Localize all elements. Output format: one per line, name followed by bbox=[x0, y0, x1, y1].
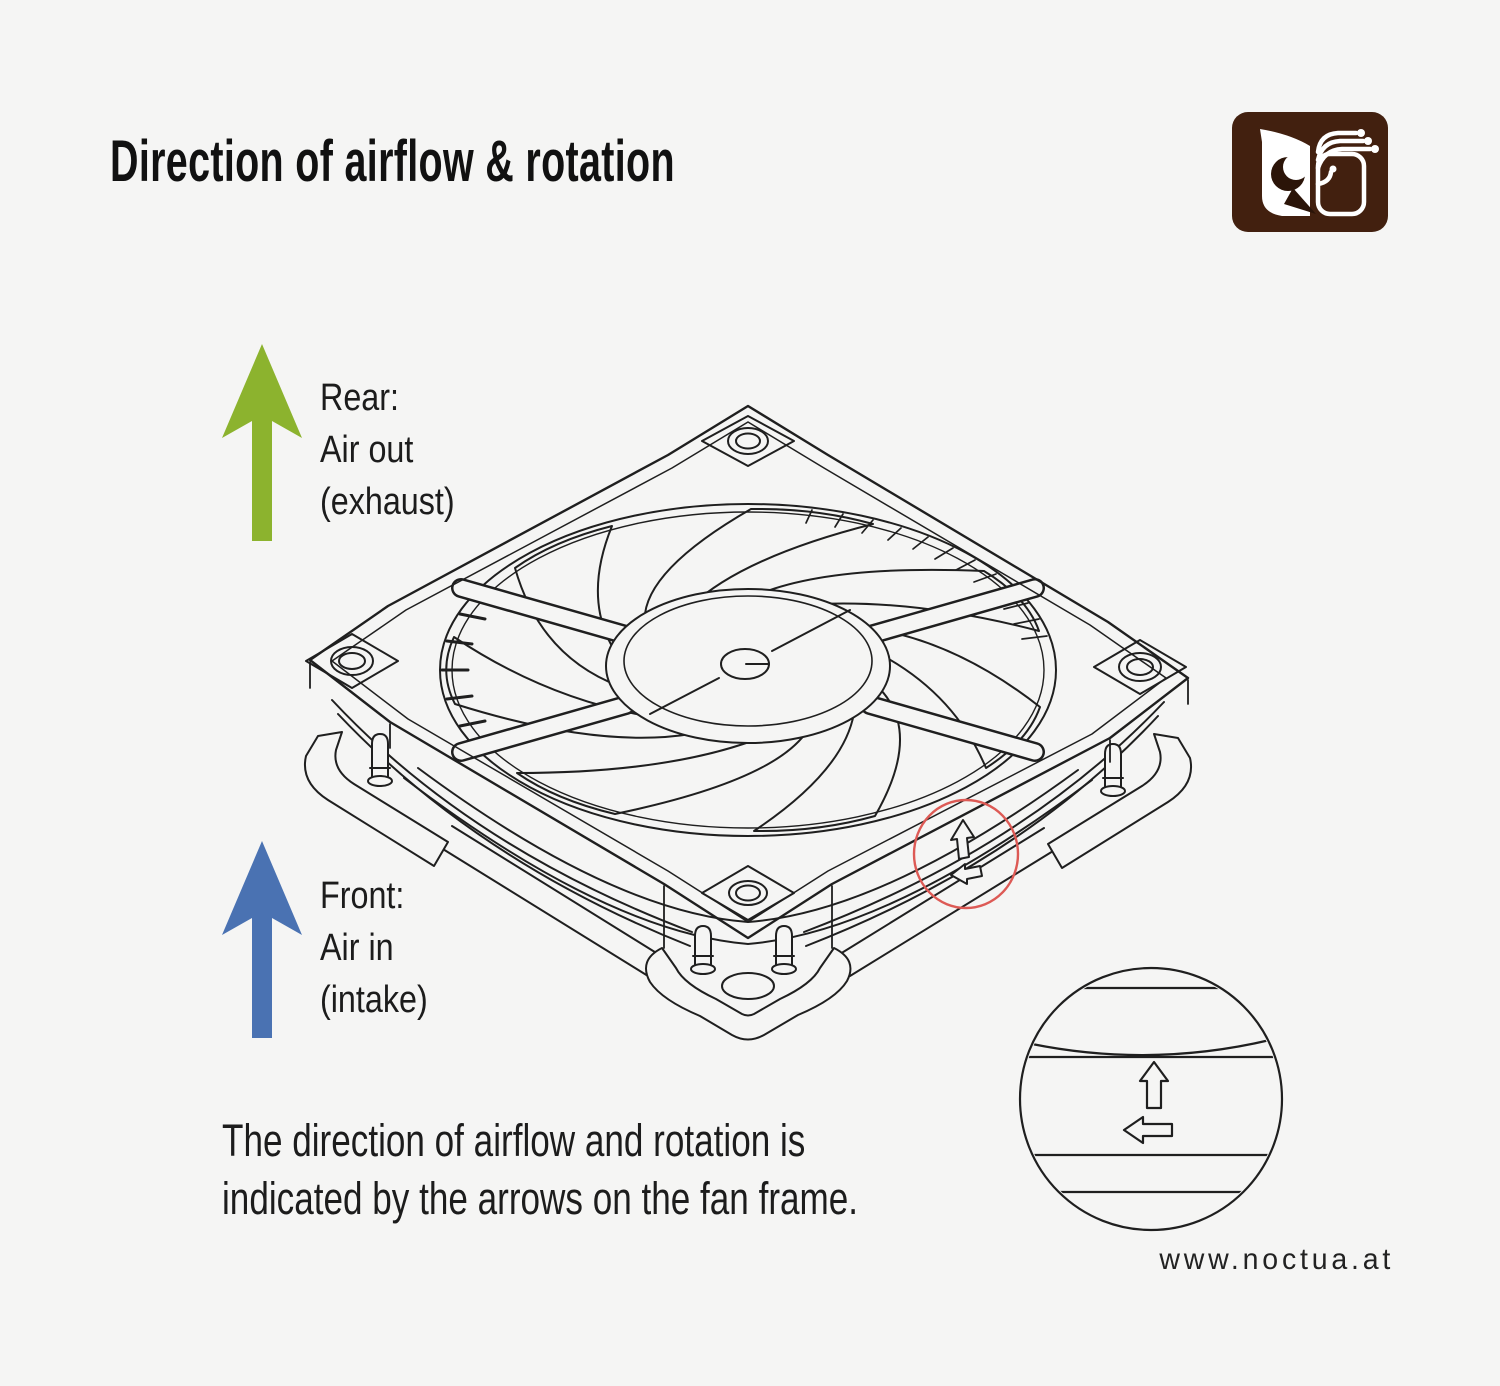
detail-airflow-up-arrow-icon bbox=[1138, 1060, 1170, 1110]
fan-hub bbox=[605, 588, 891, 744]
front-label-line2: Air in bbox=[320, 927, 394, 969]
fan-blades bbox=[445, 507, 1041, 833]
airflow-arrows-highlight-circle bbox=[912, 798, 1020, 910]
fan-mounting-holes bbox=[305, 415, 1187, 921]
frame-airflow-up-arrow-icon bbox=[950, 819, 975, 860]
fan-illustration bbox=[304, 404, 1192, 1041]
exhaust-up-arrow-icon bbox=[222, 344, 302, 541]
front-label-line1: Front: bbox=[320, 875, 405, 917]
front-airflow-label: Front: Air in (intake) bbox=[320, 870, 428, 1026]
caption-text: The direction of airflow and rotation is… bbox=[222, 1112, 858, 1228]
front-label-line3: (intake) bbox=[320, 979, 428, 1021]
detail-frame-lines bbox=[1026, 986, 1276, 1194]
frame-direction-arrows bbox=[950, 819, 983, 885]
fan-rubber-pins bbox=[367, 733, 1126, 975]
fan-lower-corner-plates bbox=[304, 731, 1192, 1041]
frame-rotation-left-arrow-icon bbox=[950, 863, 983, 885]
caption-line2: indicated by the arrows on the fan frame… bbox=[222, 1173, 859, 1224]
rear-label-line2: Air out bbox=[320, 429, 414, 471]
rear-airflow-label: Rear: Air out (exhaust) bbox=[320, 372, 455, 528]
detail-rotation-left-arrow-icon bbox=[1122, 1115, 1174, 1145]
intake-up-arrow-icon bbox=[222, 841, 302, 1038]
fan-corner-pillars bbox=[309, 661, 1189, 949]
frame-arrows-detail-view bbox=[1018, 966, 1284, 1232]
rear-label-line3: (exhaust) bbox=[320, 481, 455, 523]
noctua-owl-logo bbox=[1232, 112, 1388, 232]
website-url: www.noctua.at bbox=[1159, 1243, 1394, 1276]
rear-label-line1: Rear: bbox=[320, 377, 399, 419]
fan-vent-notches bbox=[805, 509, 1048, 640]
caption-line1: The direction of airflow and rotation is bbox=[222, 1115, 806, 1166]
fan-lower-frame-edges bbox=[437, 825, 1059, 977]
page-title: Direction of airflow & rotation bbox=[110, 129, 675, 194]
fan-struts bbox=[451, 578, 1045, 762]
fan-top-frame bbox=[308, 404, 1190, 940]
